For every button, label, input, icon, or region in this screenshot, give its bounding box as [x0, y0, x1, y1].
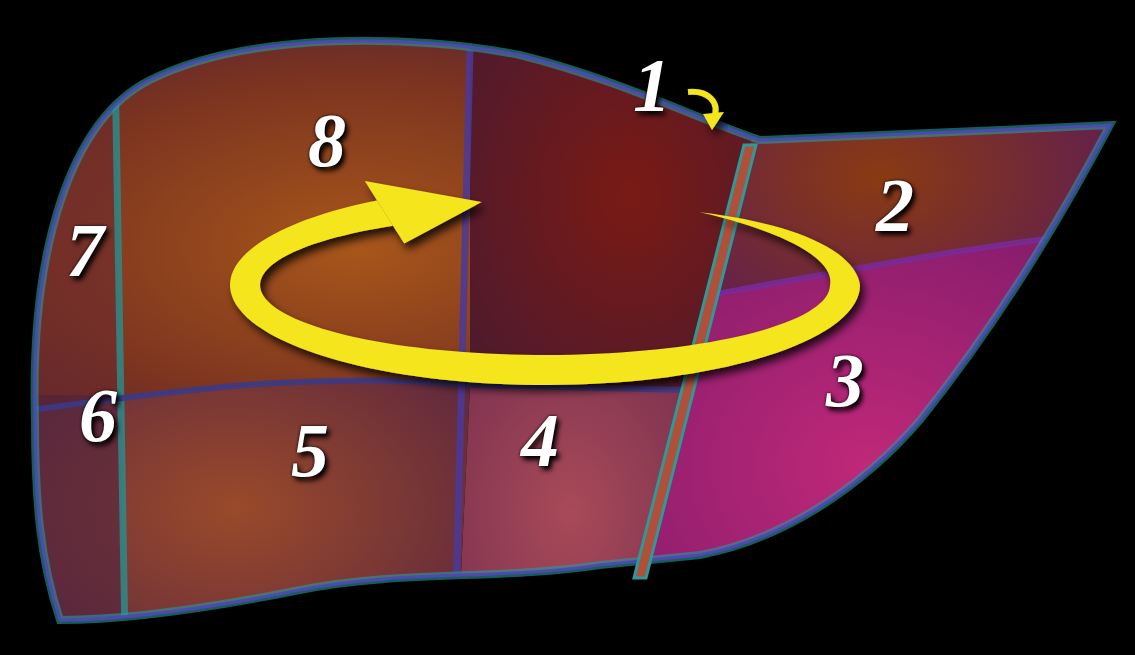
segment-number: 3 — [826, 342, 864, 418]
segment-number: 7 — [66, 212, 104, 288]
arrow-body — [230, 200, 860, 385]
segment-number: 5 — [291, 412, 329, 488]
rotation-arrow — [230, 181, 860, 385]
segment-number: 8 — [308, 102, 346, 178]
small-arrow — [688, 92, 724, 130]
segment-number: 2 — [876, 167, 914, 243]
segment-number: 1 — [633, 47, 671, 123]
segment-number: 6 — [79, 377, 117, 453]
arrow-head — [365, 181, 482, 244]
segment-number: 4 — [521, 402, 559, 478]
